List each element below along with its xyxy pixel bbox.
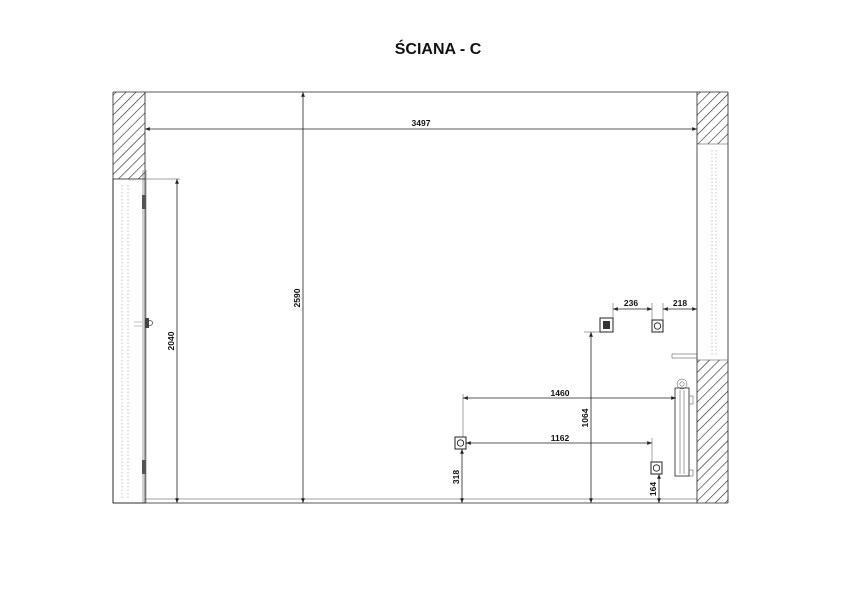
svg-text:236: 236	[624, 298, 638, 308]
dim-door-height: 2040	[146, 178, 180, 503]
svg-text:2590: 2590	[292, 288, 302, 307]
svg-text:318: 318	[451, 470, 461, 484]
dim-socket-to-wall: 218	[662, 298, 697, 320]
hatched-wall-top-left	[113, 92, 145, 179]
svg-text:164: 164	[648, 482, 658, 496]
svg-text:1064: 1064	[580, 408, 590, 427]
dim-outlet-long: 1460	[462, 388, 676, 437]
dim-switch-height: 1064	[580, 331, 600, 503]
drawing-title: ŚCIANA - C	[395, 39, 482, 58]
svg-text:2040: 2040	[166, 331, 176, 350]
light-switch	[599, 317, 614, 333]
svg-text:218: 218	[673, 298, 687, 308]
svg-text:1162: 1162	[551, 433, 570, 443]
socket-icon-right	[650, 461, 663, 475]
svg-text:1460: 1460	[551, 388, 570, 398]
socket-icon-upper	[651, 319, 664, 333]
svg-text:3497: 3497	[412, 118, 431, 128]
dim-wall-width: 3497	[145, 118, 697, 131]
dim-outlet-short: 1162	[466, 433, 653, 462]
window-opening	[671, 143, 728, 361]
dim-socket-spacing: 236	[612, 298, 653, 320]
dim-outlet-height-left: 318	[451, 449, 464, 503]
socket-icon-left	[454, 436, 467, 450]
hatched-wall-top-right	[697, 92, 728, 144]
wall-outline	[112, 91, 729, 504]
hatched-wall-bottom-right	[697, 360, 728, 503]
dim-outlet-height-right: 164	[648, 474, 661, 503]
radiator	[674, 378, 694, 477]
door-frame	[112, 170, 147, 504]
dim-wall-height: 2590	[292, 92, 305, 503]
door-handle-icon	[134, 318, 153, 328]
